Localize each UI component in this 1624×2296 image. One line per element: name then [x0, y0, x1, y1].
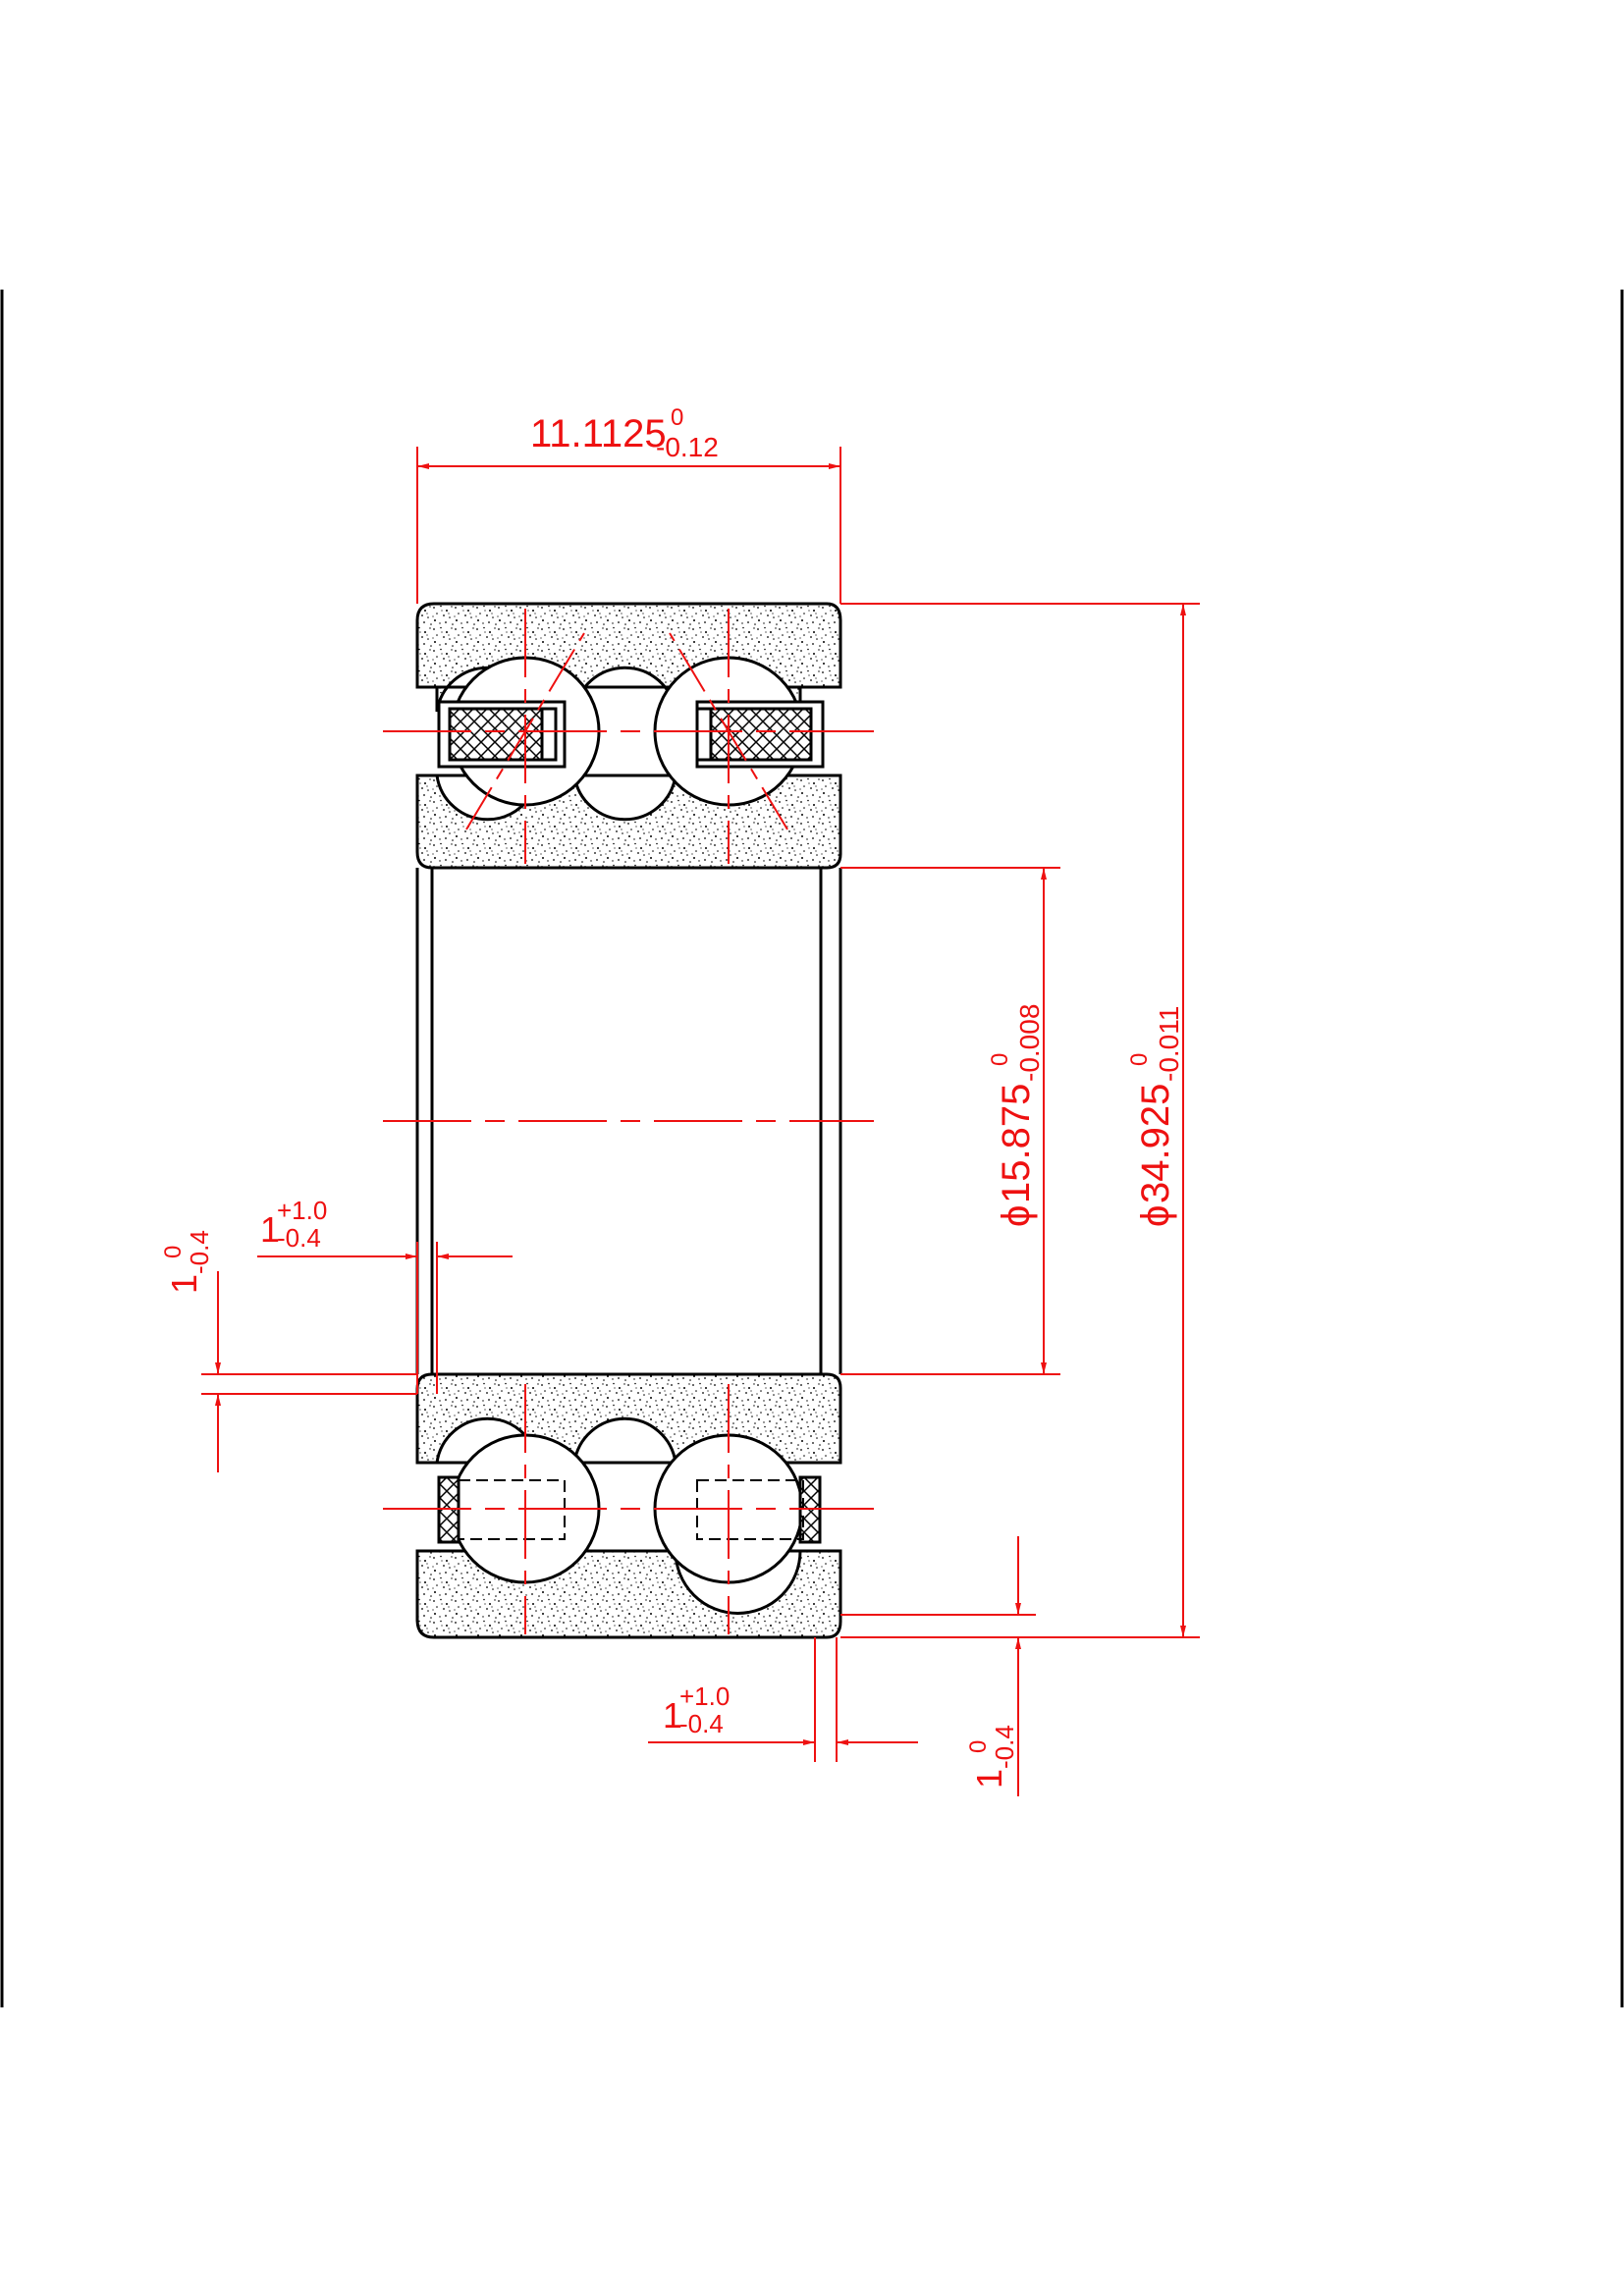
chamfer-left-axial-nominal: 1: [260, 1209, 280, 1250]
centerlines: [383, 609, 874, 1634]
outer-dim-symbol: ϕ: [1134, 1205, 1177, 1227]
chamfer-right-radial-nominal: 1: [969, 1769, 1009, 1789]
chamfer-bottom-axial-upper: +1.0: [679, 1682, 730, 1711]
width-dim-upper: 0: [671, 404, 683, 431]
chamfer-right-radial-lower: -0.4: [990, 1725, 1019, 1769]
width-dim-nominal: 11.1125: [530, 412, 667, 455]
bore-dim-lower: -0.008: [1014, 1004, 1045, 1082]
bottom-half-section: [415, 1372, 842, 1639]
dimension-lines: [201, 447, 1200, 1796]
outer-dim-lower: -0.011: [1154, 1006, 1184, 1082]
chamfer-bottom-axial-nominal: 1: [663, 1695, 682, 1735]
chamfer-left-axial-lower: -0.4: [277, 1223, 321, 1253]
chamfer-left-radial-nominal: 1: [164, 1274, 204, 1294]
top-half-section: [415, 602, 842, 870]
outer-dim-upper: 0: [1126, 1053, 1153, 1066]
chamfer-right-radial-upper: 0: [965, 1740, 992, 1753]
chamfer-bottom-axial-lower: -0.4: [679, 1709, 724, 1738]
chamfer-left-radial-upper: 0: [160, 1246, 187, 1258]
width-dim-lower: -0.12: [656, 432, 719, 462]
bore-dim-upper: 0: [987, 1053, 1013, 1066]
chamfer-left-radial-lower: -0.4: [185, 1230, 214, 1274]
outer-dim-nominal: 34.925: [1134, 1084, 1177, 1203]
bore-dim-symbol: ϕ: [995, 1205, 1038, 1227]
page-frame: [0, 290, 1624, 2007]
bore-dim-nominal: 15.875: [995, 1084, 1038, 1203]
chamfer-left-axial-upper: +1.0: [277, 1196, 327, 1225]
